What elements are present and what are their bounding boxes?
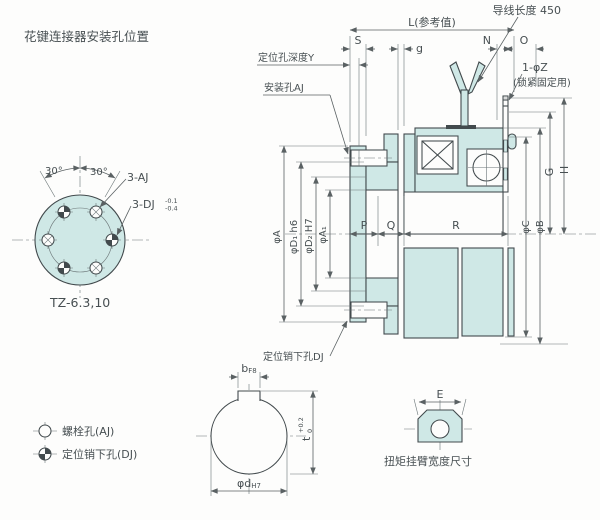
legend-bolt-hole-label: 螺栓孔(AJ) [62,424,114,438]
dia-B-label: φB [535,220,546,234]
coil-section [416,135,459,175]
dowel-pilot-label: 定位销下孔DJ [263,350,324,363]
bore-circle [210,397,288,475]
legend: 螺栓孔(AJ) 定位销下孔(DJ) [33,422,137,463]
dowel-tol-lower: -0.4 [165,205,178,213]
bolt-hole-symbol [33,422,57,440]
bearing-section [466,148,507,187]
svg-text:+0.2: +0.2 [297,417,305,433]
dim-H-label: H [558,166,571,174]
dim-R-label: R [452,219,460,232]
dia-D1-label: φD₁ h6 [289,220,300,254]
dim-Q-label: Q [387,219,396,232]
model-label: TZ-6.3,10 [49,295,110,310]
bolt-hole-aj-symbols [39,203,105,277]
length-ref-label: L(参考值) [408,15,456,29]
stator-lower-block [461,247,504,337]
keyway-notch [237,390,261,401]
dim-N-label: N [483,34,491,47]
spline-bore-lower [365,233,399,279]
rotor-lower-block [403,247,459,339]
dowel-hole-symbol [33,445,57,463]
lead-wire [449,61,486,127]
dia-D2-label: φD₂ H7 [304,218,315,253]
rotor-flange-bump [507,133,517,150]
dia-A-label: φA [272,230,283,244]
torque-arm-caption: 扭矩挂臂宽度尺寸 [384,454,472,468]
angle-left-label: 30° [45,166,63,177]
torque-arm-view: E 扭矩挂臂宽度尺寸 [384,388,472,468]
dowel-hole-dj-symbols [55,203,121,277]
dim-S-label: S [355,34,362,47]
dim-P-label: P [361,219,368,232]
key-width-label: bF8 [241,362,256,375]
dim-E-label: E [437,388,444,401]
svg-text:0: 0 [306,429,314,433]
spline-bore-upper [365,189,399,235]
legend-dowel-hole-label: 定位销下孔(DJ) [62,447,137,461]
torque-arm-hole [430,419,450,439]
dia-C-label: φC [521,220,532,234]
flange-ring-lower [507,247,515,337]
bolt-holes-label: 3-AJ [127,171,149,184]
key-depth-label: t +0.2 0 [297,417,314,441]
svg-text:t: t [300,436,313,441]
dowel-holes-label: 3-DJ [132,198,155,211]
main-section-view: L(参考值) S g N O 导线长度 450 定位孔深度Y 安装孔AJ 1-φ [257,3,598,363]
dia-A1-label: φA₁ [318,226,329,243]
angle-right-label: 30° [90,167,108,178]
dim-O-label: O [520,34,529,47]
dim-g-label: g [416,42,423,55]
mount-hole-label: 安装孔AJ [264,81,304,94]
dim-G-label: G [543,168,556,177]
spline-hole-view: 30° 30° 3-AJ 3-DJ -0.1 -0.4 TZ-6.3,10 [12,156,178,310]
terminal-block [446,125,476,129]
page-title: 花键连接器安装孔位置 [24,29,149,44]
bore-dia-label: φdH7 [237,477,261,490]
lock-hole-label: 1-φZ [522,61,548,74]
dowel-tol-upper: -0.1 [165,197,178,205]
lock-hole-note: (锁紧固定用) [513,76,571,89]
lead-wire-label: 导线长度 450 [493,3,562,17]
bore-detail-view: bF8 t +0.2 0 φdH7 [196,362,318,496]
pilot-depth-label: 定位孔深度Y [258,51,315,64]
